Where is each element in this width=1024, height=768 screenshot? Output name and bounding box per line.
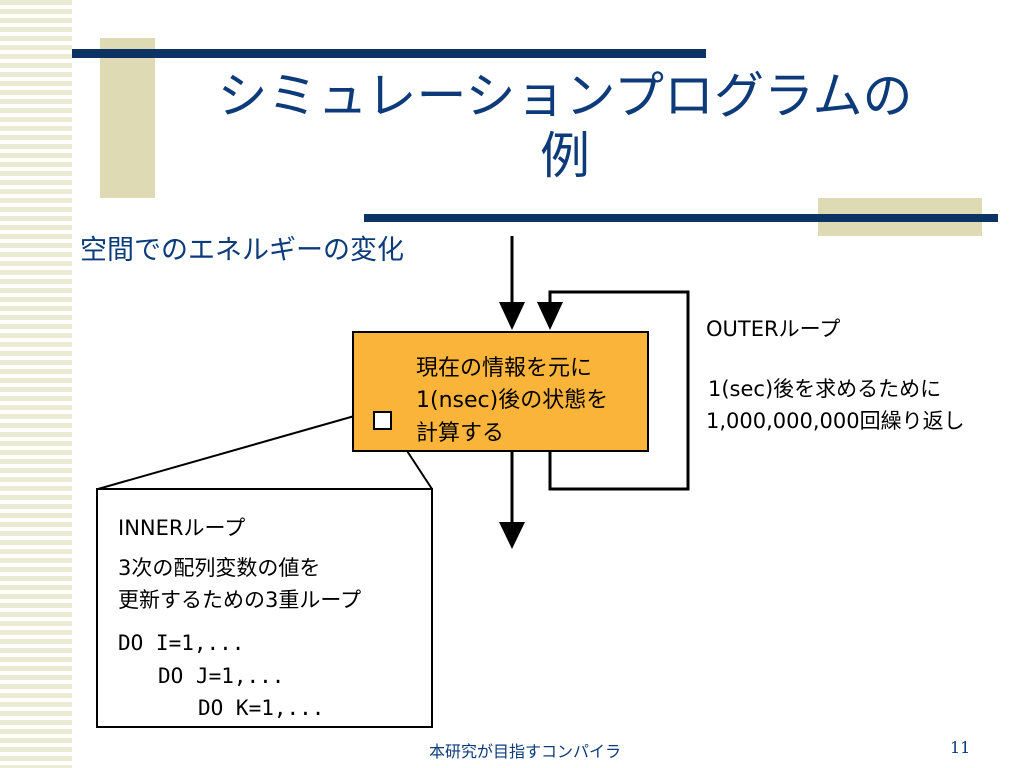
outer-loop-text-line2: 1,000,000,000回繰り返し (706, 409, 965, 433)
process-text-line3: 計算する (416, 421, 505, 446)
outer-loop-arrow-head (537, 302, 563, 330)
page-number: 11 (950, 738, 971, 757)
outer-loop-label: OUTERループ (706, 317, 841, 341)
outer-loop-path (548, 290, 690, 491)
output-arrow-head (499, 522, 525, 549)
slide-title: シミュレーションプログラムの 例 (160, 66, 970, 186)
inner-loop-text-line1: 3次の配列変数の値を (118, 556, 321, 580)
title-rule-bottom (364, 214, 998, 222)
code-line-2: DO J=1,... (158, 664, 285, 688)
outer-loop-text-line1: 1(sec)後を求めるために (708, 377, 942, 401)
input-arrow-head (499, 302, 525, 330)
code-line-3: DO K=1,... (198, 696, 325, 720)
inner-loop-text-line2: 更新するための3重ループ (118, 588, 362, 612)
code-line-1: DO I=1,... (118, 631, 245, 655)
slide-title-line1: シミュレーションプログラムの (217, 67, 913, 125)
title-rule-top (72, 49, 706, 58)
slide-subtitle: 空間でのエネルギーの変化 (80, 235, 404, 266)
process-text-line1: 現在の情報を元に (416, 356, 593, 381)
decorative-stripes (0, 0, 72, 768)
inner-loop-box: INNERループ 3次の配列変数の値を 更新するための3重ループ DO I=1,… (96, 488, 433, 728)
inner-loop-marker (373, 411, 392, 430)
inner-loop-label: INNERループ (118, 516, 246, 540)
process-box: 現在の情報を元に 1(nsec)後の状態を 計算する (352, 331, 649, 452)
footer-title: 本研究が目指すコンパイラ (428, 742, 621, 761)
process-text-line2: 1(nsec)後の状態を (416, 388, 609, 413)
callout-line-left (97, 410, 373, 490)
slide-title-line2: 例 (540, 127, 590, 185)
decorative-square-top (100, 38, 155, 198)
